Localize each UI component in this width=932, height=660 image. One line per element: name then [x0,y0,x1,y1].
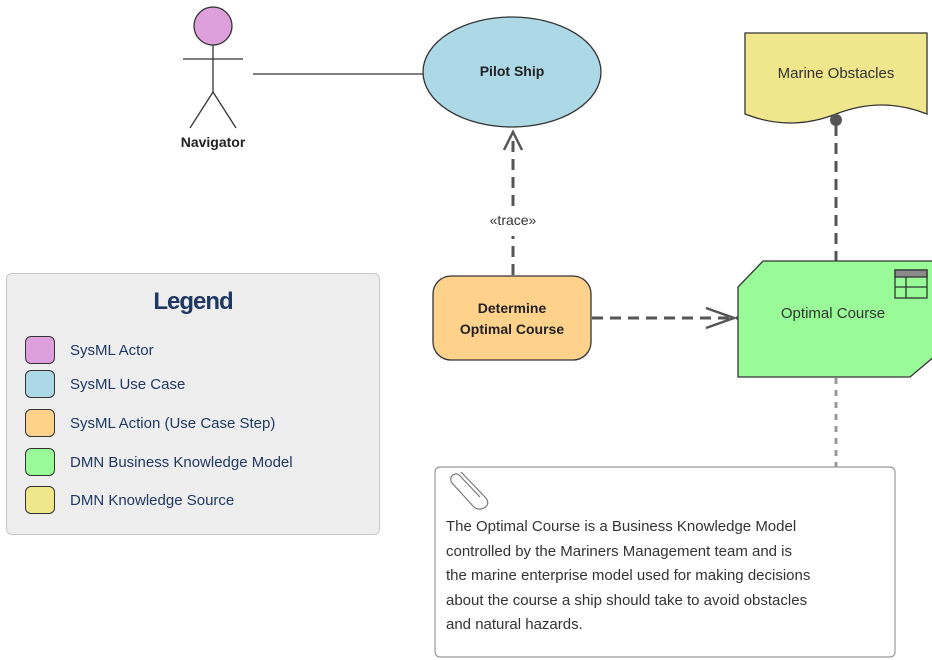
authority-requirement-dot [830,114,842,126]
actor-head [193,6,233,46]
action-label: Determine Optimal Course [433,298,591,340]
legend-panel: Legend SysML Actor SysML Use Case SysML … [6,273,380,535]
actor-label: Navigator [180,134,246,150]
legend-title: Legend [153,288,233,315]
trace-arrowhead [502,129,524,151]
legend-item-sysml-action: SysML Action (Use Case Step) [25,409,365,439]
legend-swatch [25,370,55,398]
legend-item-label: DMN Knowledge Source [70,492,235,509]
pilot-ship-use-case[interactable] [422,16,602,128]
legend-swatch [25,486,55,514]
legend-item-dmn-knowledge-source: DMN Knowledge Source [25,486,365,516]
legend-item-sysml-actor: SysML Actor [25,336,365,366]
actor-left-leg [189,91,214,129]
action-label-line1: Determine [477,300,547,316]
use-case-label: Pilot Ship [479,63,545,79]
decision-table-icon [894,269,928,299]
legend-item-sysml-use-case: SysML Use Case [25,370,365,400]
trace-stereotype-label: «trace» [463,212,563,228]
action-to-bkm-arrowhead [705,306,738,330]
navigator-actor[interactable] [183,6,243,129]
legend-item-label: SysML Use Case [70,376,186,393]
bkm-label: Optimal Course [780,305,886,322]
legend-item-label: SysML Action (Use Case Step) [70,415,276,432]
actor-right-leg [212,91,237,129]
note-box[interactable] [434,466,896,658]
note-text: The Optimal Course is a Business Knowled… [446,518,811,633]
legend-swatch [25,409,55,437]
marine-obstacles-knowledge-source[interactable] [744,32,928,124]
legend-swatch [25,336,55,364]
legend-item-label: SysML Actor [70,342,154,359]
determine-optimal-course-action[interactable] [432,275,592,361]
legend-item-dmn-bkm: DMN Business Knowledge Model [25,448,365,478]
optimal-course-bkm[interactable] [737,260,932,378]
action-label-line2: Optimal Course [459,321,565,337]
knowledge-source-label: Marine Obstacles [777,65,895,82]
paperclip-icon [450,471,489,510]
legend-item-label: DMN Business Knowledge Model [70,454,293,471]
legend-swatch [25,448,55,476]
